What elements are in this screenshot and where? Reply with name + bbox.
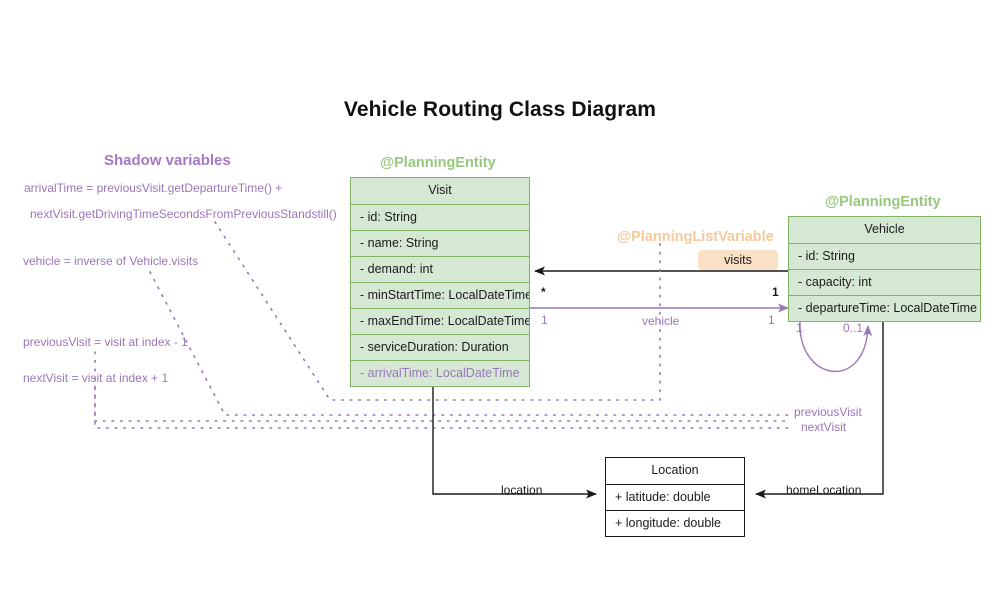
page-title: Vehicle Routing Class Diagram: [343, 98, 657, 121]
attribute-vehicle-departure-time: - departureTime: LocalDateTime: [789, 295, 980, 321]
attribute-visit-service-duration: - serviceDuration: Duration: [351, 334, 529, 360]
attribute-visit-demand: - demand: int: [351, 256, 529, 282]
attribute-visit-name: - name: String: [351, 230, 529, 256]
association-label-vehicle: vehicle: [642, 314, 680, 328]
shadow-note-arrival-time-1: arrivalTime = previousVisit.getDeparture…: [24, 181, 283, 195]
multiplicity-self-loop-right: 0..1: [843, 321, 864, 335]
class-name-location: Location: [651, 463, 699, 477]
stereotype-planning-list-variable: @PlanningListVariable: [617, 229, 774, 245]
attribute-visit-min-start-time: - minStartTime: LocalDateTime: [351, 282, 529, 308]
attribute-location-longitude: + longitude: double: [606, 510, 744, 536]
association-label-visits: visits: [698, 250, 778, 270]
multiplicity-vehicle-source: 1: [541, 313, 548, 327]
attribute-vehicle-id: - id: String: [789, 243, 980, 269]
attribute-vehicle-capacity: - capacity: int: [789, 269, 980, 295]
association-label-location: location: [501, 483, 543, 497]
class-name-vehicle: Vehicle: [864, 222, 905, 236]
class-box-location[interactable]: Location + latitude: double + longitude:…: [605, 457, 745, 537]
class-name-visit: Visit: [428, 183, 452, 197]
stereotype-vehicle: @PlanningEntity: [825, 194, 941, 210]
association-label-next-visit: nextVisit: [801, 420, 847, 434]
shadow-note-next-visit: nextVisit = visit at index + 1: [23, 371, 169, 385]
attribute-location-latitude: + latitude: double: [606, 484, 744, 510]
shadow-note-vehicle: vehicle = inverse of Vehicle.visits: [23, 254, 199, 268]
association-label-home-location: homeLocation: [786, 483, 862, 497]
shadow-variables-heading: Shadow variables: [104, 152, 231, 169]
association-label-previous-visit: previousVisit: [794, 405, 862, 419]
attribute-visit-id: - id: String: [351, 204, 529, 230]
shadow-note-previous-visit: previousVisit = visit at index - 1: [23, 335, 188, 349]
stereotype-visit: @PlanningEntity: [380, 155, 496, 171]
multiplicity-visits-target: 1: [772, 285, 779, 299]
shadow-note-arrival-time-2: nextVisit.getDrivingTimeSecondsFromPrevi…: [30, 207, 337, 221]
attribute-visit-arrival-time: - arrivalTime: LocalDateTime: [351, 360, 529, 386]
class-box-vehicle[interactable]: Vehicle - id: String - capacity: int - d…: [788, 216, 981, 322]
attribute-visit-max-end-time: - maxEndTime: LocalDateTime: [351, 308, 529, 334]
class-box-visit[interactable]: Visit - id: String - name: String - dema…: [350, 177, 530, 387]
multiplicity-self-loop-left: 1: [796, 321, 803, 335]
edge-location: [432, 384, 597, 499]
multiplicity-visits-source: *: [541, 285, 546, 299]
multiplicity-vehicle-target: 1: [768, 313, 775, 327]
